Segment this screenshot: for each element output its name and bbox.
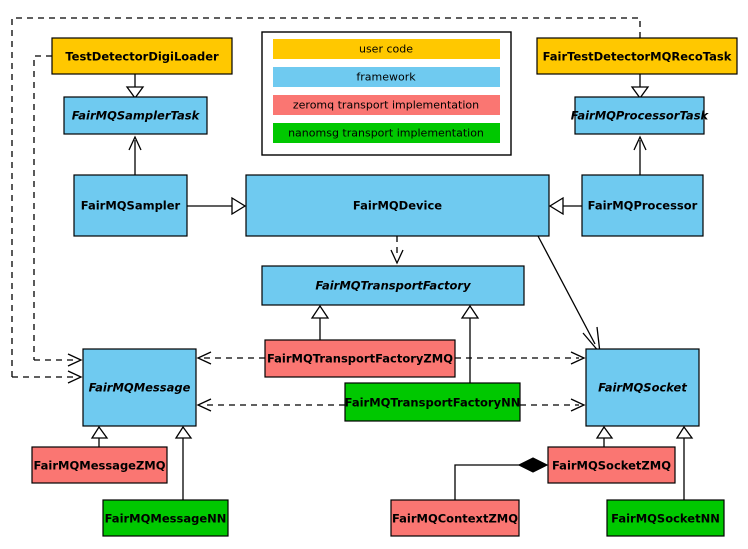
- edge-recotask-inherits-processortask: [630, 74, 650, 100]
- edge-factorynn-creates-socket: [520, 398, 586, 412]
- class-label-FairMQMessage: FairMQMessage: [89, 381, 191, 395]
- class-node-FairMQProcessor[interactable]: FairMQProcessor: [581, 174, 704, 237]
- class-node-FairMQSocketNN[interactable]: FairMQSocketNN: [606, 499, 725, 537]
- class-node-FairMQSocketZMQ[interactable]: FairMQSocketZMQ: [547, 446, 676, 484]
- class-node-FairMQDevice[interactable]: FairMQDevice: [245, 174, 550, 237]
- edge-contextzmq-composed-in-socketzmq: [454, 457, 549, 500]
- edge-processor-uses-processortask: [633, 135, 647, 175]
- class-box-FairMQContextZMQ[interactable]: [390, 499, 520, 537]
- class-node-FairMQTransportFactoryZMQ[interactable]: FairMQTransportFactoryZMQ: [264, 339, 456, 378]
- edge-factoryzmq-inherits-factory: [310, 304, 330, 340]
- legend-swatch-user-code: [273, 39, 500, 59]
- class-box-FairMQMessageZMQ[interactable]: [31, 446, 168, 484]
- class-box-FairMQSocket[interactable]: [585, 348, 700, 427]
- class-node-FairMQTransportFactory[interactable]: FairMQTransportFactory: [261, 265, 525, 306]
- class-box-FairMQSocketNN[interactable]: [606, 499, 725, 537]
- edge-processor-inherits-device: [548, 196, 582, 216]
- legend-swatch-nanomsg: [273, 123, 500, 143]
- class-label-FairMQProcessor: FairMQProcessor: [588, 199, 698, 213]
- edge-messagezmq-inherits-message: [90, 425, 109, 447]
- legend-label-zeromq: zeromq transport implementation: [293, 99, 479, 112]
- class-node-FairMQMessage[interactable]: FairMQMessage: [82, 348, 197, 427]
- class-node-TestDetectorDigiLoader[interactable]: TestDetectorDigiLoader: [51, 37, 233, 75]
- class-label-FairMQSamplerTask: FairMQSamplerTask: [72, 109, 201, 123]
- class-box-TestDetectorDigiLoader[interactable]: [51, 37, 233, 75]
- edge-sampler-uses-samplertask: [128, 135, 142, 175]
- class-label-TestDetectorDigiLoader: TestDetectorDigiLoader: [65, 50, 219, 64]
- edge-factorynn-creates-message: [196, 398, 345, 412]
- legend-label-nanomsg: nanomsg transport implementation: [288, 127, 484, 140]
- edge-factoryzmq-creates-socket: [455, 351, 586, 365]
- class-box-FairTestDetectorMQRecoTask[interactable]: [536, 37, 738, 75]
- class-box-FairMQTransportFactoryNN[interactable]: [344, 382, 521, 422]
- class-label-FairMQSocketNN: FairMQSocketNN: [611, 512, 720, 526]
- class-label-FairMQDevice: FairMQDevice: [353, 199, 442, 213]
- class-node-FairMQMessageNN[interactable]: FairMQMessageNN: [102, 499, 229, 537]
- edge-digiloader-inherits-samplertask: [125, 74, 145, 100]
- edge-socketzmq-inherits-socket: [595, 425, 614, 447]
- class-label-FairMQMessageNN: FairMQMessageNN: [105, 512, 227, 526]
- class-label-FairMQTransportFactoryNN: FairMQTransportFactoryNN: [345, 396, 521, 410]
- class-label-FairMQContextZMQ: FairMQContextZMQ: [392, 512, 518, 526]
- class-label-FairTestDetectorMQRecoTask: FairTestDetectorMQRecoTask: [543, 50, 732, 64]
- edge-factoryzmq-creates-message: [196, 351, 265, 365]
- class-node-FairMQContextZMQ[interactable]: FairMQContextZMQ: [390, 499, 520, 537]
- class-label-FairMQMessageZMQ: FairMQMessageZMQ: [33, 459, 165, 473]
- class-node-FairMQMessageZMQ[interactable]: FairMQMessageZMQ: [31, 446, 168, 484]
- class-node-FairMQSamplerTask[interactable]: FairMQSamplerTask: [63, 96, 208, 135]
- edge-messagenn-inherits-message: [174, 425, 193, 500]
- class-box-FairMQMessageNN[interactable]: [102, 499, 229, 537]
- edge-factorynn-inherits-factory: [460, 304, 480, 383]
- class-node-FairMQTransportFactoryNN[interactable]: FairMQTransportFactoryNN: [344, 382, 521, 422]
- class-label-FairMQProcessorTask: FairMQProcessorTask: [571, 109, 710, 123]
- class-node-FairMQProcessorTask[interactable]: FairMQProcessorTask: [571, 96, 710, 135]
- class-label-FairMQSampler: FairMQSampler: [81, 199, 181, 213]
- legend-item-zeromq: zeromq transport implementation: [273, 95, 500, 115]
- class-box-FairMQMessage[interactable]: [82, 348, 197, 427]
- class-box-FairMQTransportFactory[interactable]: [261, 265, 525, 306]
- legend-swatch-framework: [273, 67, 500, 87]
- class-box-FairMQTransportFactoryZMQ[interactable]: [264, 339, 456, 378]
- class-box-FairMQProcessor[interactable]: [581, 174, 704, 237]
- class-label-FairMQSocketZMQ: FairMQSocketZMQ: [552, 459, 671, 473]
- edge-digiloader-uses-message: [33, 55, 83, 367]
- class-node-FairMQSampler[interactable]: FairMQSampler: [73, 174, 188, 237]
- legend-swatch-zeromq: [273, 95, 500, 115]
- class-node-FairMQSocket[interactable]: FairMQSocket: [585, 348, 700, 427]
- class-box-FairMQSocketZMQ[interactable]: [547, 446, 676, 484]
- legend-item-nanomsg: nanomsg transport implementation: [273, 123, 500, 143]
- legend-item-framework: framework: [273, 67, 500, 87]
- edge-recotask-uses-message: [11, 17, 641, 384]
- class-box-FairMQSampler[interactable]: [73, 174, 188, 237]
- edge-socketnn-inherits-socket: [675, 425, 694, 500]
- legend-item-user-code: user code: [273, 39, 500, 59]
- legend-label-user-code: user code: [359, 43, 413, 56]
- legend-label-framework: framework: [356, 71, 416, 84]
- class-label-FairMQSocket: FairMQSocket: [598, 381, 687, 395]
- class-box-FairMQDevice[interactable]: [245, 174, 550, 237]
- class-label-FairMQTransportFactory: FairMQTransportFactory: [315, 279, 471, 293]
- edge-device-uses-transportfactory: [390, 236, 404, 265]
- class-label-FairMQTransportFactoryZMQ: FairMQTransportFactoryZMQ: [267, 352, 453, 366]
- class-box-FairMQProcessorTask[interactable]: [574, 96, 705, 135]
- legend-box: user code framework zeromq transport imp…: [261, 31, 512, 156]
- edge-sampler-inherits-device: [187, 196, 247, 216]
- class-node-FairTestDetectorMQRecoTask[interactable]: FairTestDetectorMQRecoTask: [536, 37, 738, 75]
- class-box-FairMQSamplerTask[interactable]: [63, 96, 208, 135]
